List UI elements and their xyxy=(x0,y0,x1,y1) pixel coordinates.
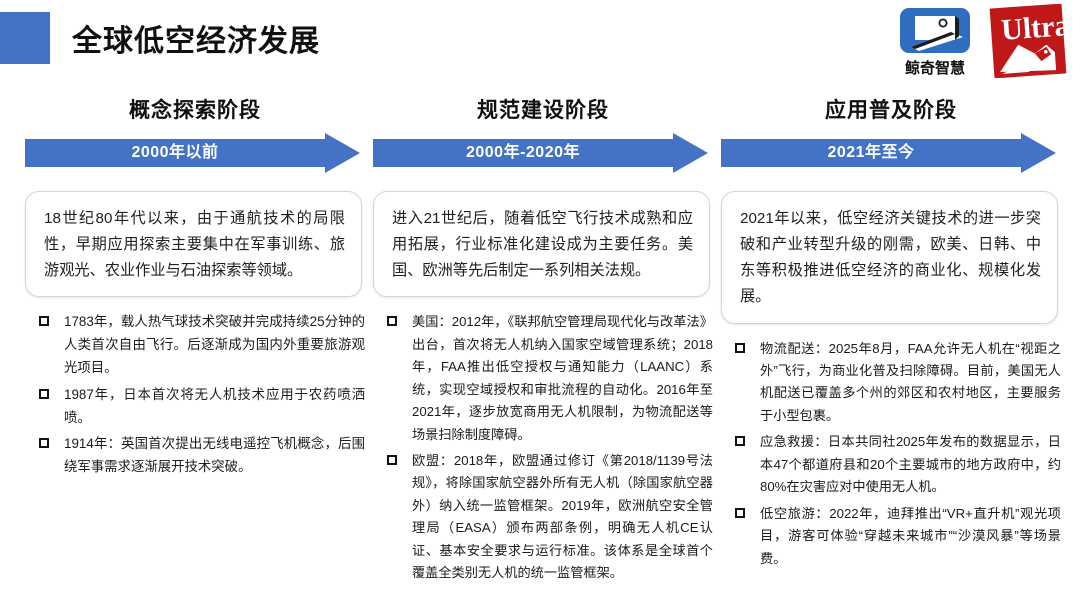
stage-period-1: 2000年以前 xyxy=(131,144,219,161)
list-item: 低空旅游：2022年，迪拜推出“VR+直升机”观光项目，游客可体验“穿越未来城市… xyxy=(721,503,1061,570)
bullet-text: 1914年：英国首次提出无线电遥控飞机概念，后围绕军事需求逐渐展开技术突破。 xyxy=(64,436,365,475)
bullet-text: 1783年，载人热气球技术突破并完成持续25分钟的人类首次自由飞行。后逐渐成为国… xyxy=(64,314,365,375)
page-header: 全球低空经济发展 鲸奇智慧 Ultra xyxy=(0,0,1080,88)
stage-summary-card-1: 18世纪80年代以来，由于通航技术的局限性，早期应用探索主要集中在军事训练、旅游… xyxy=(25,191,362,298)
stage-summary-text-1: 18世纪80年代以来，由于通航技术的局限性，早期应用探索主要集中在军事训练、旅游… xyxy=(44,210,345,280)
stage-title-2: 规范建设阶段 xyxy=(477,99,609,122)
stage-summary-card-2: 进入21世纪后，随着低空飞行技术成熟和应用拓展，行业标准化建设成为主要任务。美国… xyxy=(373,191,710,298)
stage-column-2: 规范建设阶段 2000年-2020年 进入21世纪后，随着低空飞行技术成熟和应用… xyxy=(373,96,713,589)
stage-summary-text-2: 进入21世纪后，随着低空飞行技术成熟和应用拓展，行业标准化建设成为主要任务。美国… xyxy=(392,210,693,280)
jingqi-zhihui-mark-icon xyxy=(900,8,970,53)
stage-column-3: 应用普及阶段 2021年至今 2021年以来，低空经济关键技术的进一步突破和产业… xyxy=(721,96,1061,574)
bullet-text: 物流配送：2025年8月，FAA允许无人机在“视距之外”飞行，为商业化普及扫除障… xyxy=(760,340,1061,423)
list-item: 1987年，日本首次将无人机技术应用于农药喷洒喷。 xyxy=(25,384,365,430)
list-item: 1783年，载人热气球技术突破并完成持续25分钟的人类首次自由飞行。后逐渐成为国… xyxy=(25,311,365,379)
bullet-text: 低空旅游：2022年，迪拜推出“VR+直升机”观光项目，游客可体验“穿越未来城市… xyxy=(760,505,1061,566)
ultra-logo: Ultra xyxy=(988,3,1070,79)
stage-title-3: 应用普及阶段 xyxy=(825,99,957,122)
title-accent-bar xyxy=(0,12,50,64)
square-bullet-icon xyxy=(39,388,49,399)
stage-arrow-3: 2021年至今 xyxy=(721,133,1056,173)
square-bullet-icon xyxy=(39,316,49,327)
stage-bullet-list-3: 物流配送：2025年8月，FAA允许无人机在“视距之外”飞行，为商业化普及扫除障… xyxy=(721,338,1061,570)
stage-arrow-2: 2000年-2020年 xyxy=(373,133,708,173)
bullet-text: 欧盟：2018年，欧盟通过修订《第2018/1139号法规》，将除国家航空器外所… xyxy=(412,453,713,581)
arrow-shape-icon xyxy=(25,133,360,173)
list-item: 美国：2012年，《联邦航空管理局现代化与改革法》出台，首次将无人机纳入国家空域… xyxy=(373,311,713,446)
jingqi-zhihui-wordmark: 鲸奇智慧 xyxy=(904,60,965,77)
stage-bullet-list-1: 1783年，载人热气球技术突破并完成持续25分钟的人类首次自由飞行。后逐渐成为国… xyxy=(25,311,365,478)
square-bullet-icon xyxy=(387,455,397,466)
stage-title-1: 概念探索阶段 xyxy=(129,99,261,122)
bullet-text: 1987年，日本首次将无人机技术应用于农药喷洒喷。 xyxy=(64,386,365,425)
stage-arrow-1: 2000年以前 xyxy=(25,133,360,173)
jingqi-zhihui-logo: 鲸奇智慧 xyxy=(893,6,977,80)
square-bullet-icon xyxy=(735,507,745,518)
arrow-shape-icon xyxy=(373,133,708,173)
list-item: 1914年：英国首次提出无线电遥控飞机概念，后围绕军事需求逐渐展开技术突破。 xyxy=(25,433,365,479)
bullet-text: 美国：2012年，《联邦航空管理局现代化与改革法》出台，首次将无人机纳入国家空域… xyxy=(412,314,713,442)
list-item: 欧盟：2018年，欧盟通过修订《第2018/1139号法规》，将除国家航空器外所… xyxy=(373,450,713,585)
stage-summary-card-3: 2021年以来，低空经济关键技术的进一步突破和产业转型升级的刚需，欧美、日韩、中… xyxy=(721,191,1058,324)
stage-period-3: 2021年至今 xyxy=(827,144,915,161)
square-bullet-icon xyxy=(735,436,745,447)
bullet-text: 应急救援：日本共同社2025年发布的数据显示，日本47个都道府县和20个主要城市… xyxy=(760,434,1061,495)
list-item: 应急救援：日本共同社2025年发布的数据显示，日本47个都道府县和20个主要城市… xyxy=(721,431,1061,498)
square-bullet-icon xyxy=(39,438,49,449)
stage-period-2: 2000年-2020年 xyxy=(465,144,581,161)
stage-column-1: 概念探索阶段 2000年以前 18世纪80年代以来，由于通航技术的局限性，早期应… xyxy=(25,96,365,483)
svg-text:Ultra: Ultra xyxy=(1000,9,1068,47)
square-bullet-icon xyxy=(735,342,745,353)
stage-summary-text-3: 2021年以来，低空经济关键技术的进一步突破和产业转型升级的刚需，欧美、日韩、中… xyxy=(740,210,1041,306)
list-item: 物流配送：2025年8月，FAA允许无人机在“视距之外”飞行，为商业化普及扫除障… xyxy=(721,338,1061,428)
stage-bullet-list-2: 美国：2012年，《联邦航空管理局现代化与改革法》出台，首次将无人机纳入国家空域… xyxy=(373,311,713,584)
ultra-rhino-icon: Ultra xyxy=(989,3,1070,79)
page-title: 全球低空经济发展 xyxy=(72,25,320,58)
arrow-shape-icon xyxy=(721,133,1056,173)
square-bullet-icon xyxy=(387,316,397,327)
